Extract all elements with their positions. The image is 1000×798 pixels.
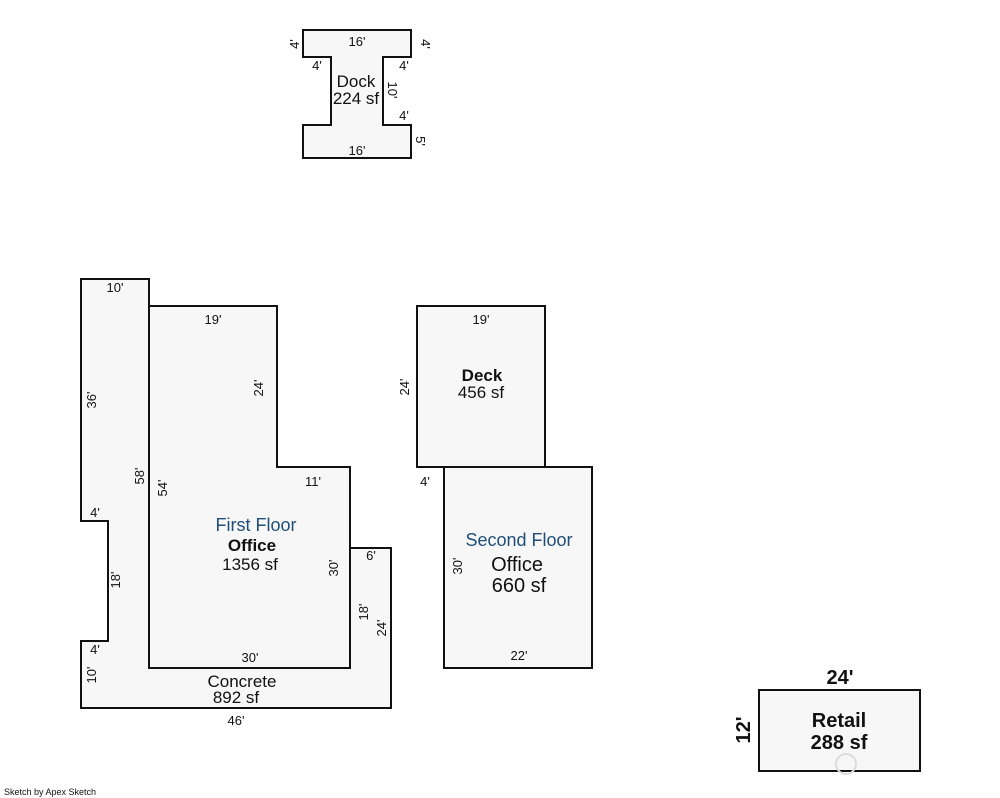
first-floor-dim-bottom: 30' [242,650,259,665]
first-floor-dim-top: 19' [205,312,222,327]
concrete-dim-right-top: 6' [366,548,376,563]
dock-dim-top: 16' [349,34,366,49]
retail-name: Retail [812,710,866,732]
dock-area: 16' 4' 4' 4' 4' Dock 224 sf 10' 4' 5' 16… [287,29,433,159]
retail-area: 24' 12' Retail 288 sf [733,667,921,775]
first-floor-title: First Floor [216,515,297,535]
dock-dim-side-br: 5' [413,136,428,146]
concrete-dim-lower-left: 10' [84,667,99,684]
dock-dim-notch-tl: 4' [287,39,302,49]
dock-name: Dock [337,72,376,91]
second-floor-dim-bottom: 22' [511,648,528,663]
concrete-name: Concrete [208,672,277,691]
first-floor-dim-upper-right: 24' [251,380,266,397]
dock-dim-stem: 10' [385,82,400,99]
concrete-dim-top: 10' [107,280,124,295]
first-floor-room-name: Office [228,536,276,555]
deck-dim-offset: 4' [420,474,430,489]
watermark-logo-icon [835,753,857,775]
concrete-dim-strip-right: 58' [132,468,147,485]
second-floor-room-name: Office [491,554,543,576]
retail-dim-left: 12' [733,716,755,743]
concrete-dim-mid-left: 18' [108,572,123,589]
deck-area-value: 456 sf [458,383,505,402]
first-floor-dim-left: 54' [155,480,170,497]
retail-dim-top: 24' [826,667,853,689]
dock-dim-notch-tr: 4' [418,39,433,49]
deck-dim-top: 19' [473,312,490,327]
retail-area-value: 288 sf [811,732,868,754]
deck-dim-left: 24' [397,379,412,396]
dock-area-value: 224 sf [333,89,380,108]
second-floor-dim-left: 30' [450,558,465,575]
concrete-dim-right-inner: 18' [356,604,371,621]
second-floor-title: Second Floor [465,530,572,550]
dock-dim-inner-r: 4' [399,58,409,73]
concrete-dim-upper-left: 36' [84,392,99,409]
concrete-dim-right-outer: 24' [374,620,389,637]
second-floor-office: Second Floor 30' Office 660 sf 22' [443,466,593,669]
dock-dim-inner-l: 4' [312,58,322,73]
deck-area: 19' 24' Deck 456 sf 4' [397,305,546,489]
dock-outline [302,29,412,159]
concrete-dim-step-upper: 4' [90,505,100,520]
second-floor-area-value: 660 sf [492,575,547,597]
concrete-area-value: 892 sf [213,688,260,707]
concrete-dim-step-lower: 4' [90,642,100,657]
first-floor-outline [148,305,351,669]
first-floor-dim-right: 30' [326,560,341,577]
dock-dim-inner-br: 4' [399,108,409,123]
first-floor-dim-step: 11' [305,474,321,489]
first-floor-office: 19' 24' 54' 11' First Floor Office 1356 … [148,305,351,669]
concrete-dim-bottom: 46' [228,713,245,728]
second-floor-outline [443,466,593,669]
deck-name: Deck [462,366,503,385]
first-floor-area-value: 1356 sf [222,555,278,574]
sketch-credit: Sketch by Apex Sketch [4,787,96,797]
dock-dim-bottom: 16' [349,143,366,158]
